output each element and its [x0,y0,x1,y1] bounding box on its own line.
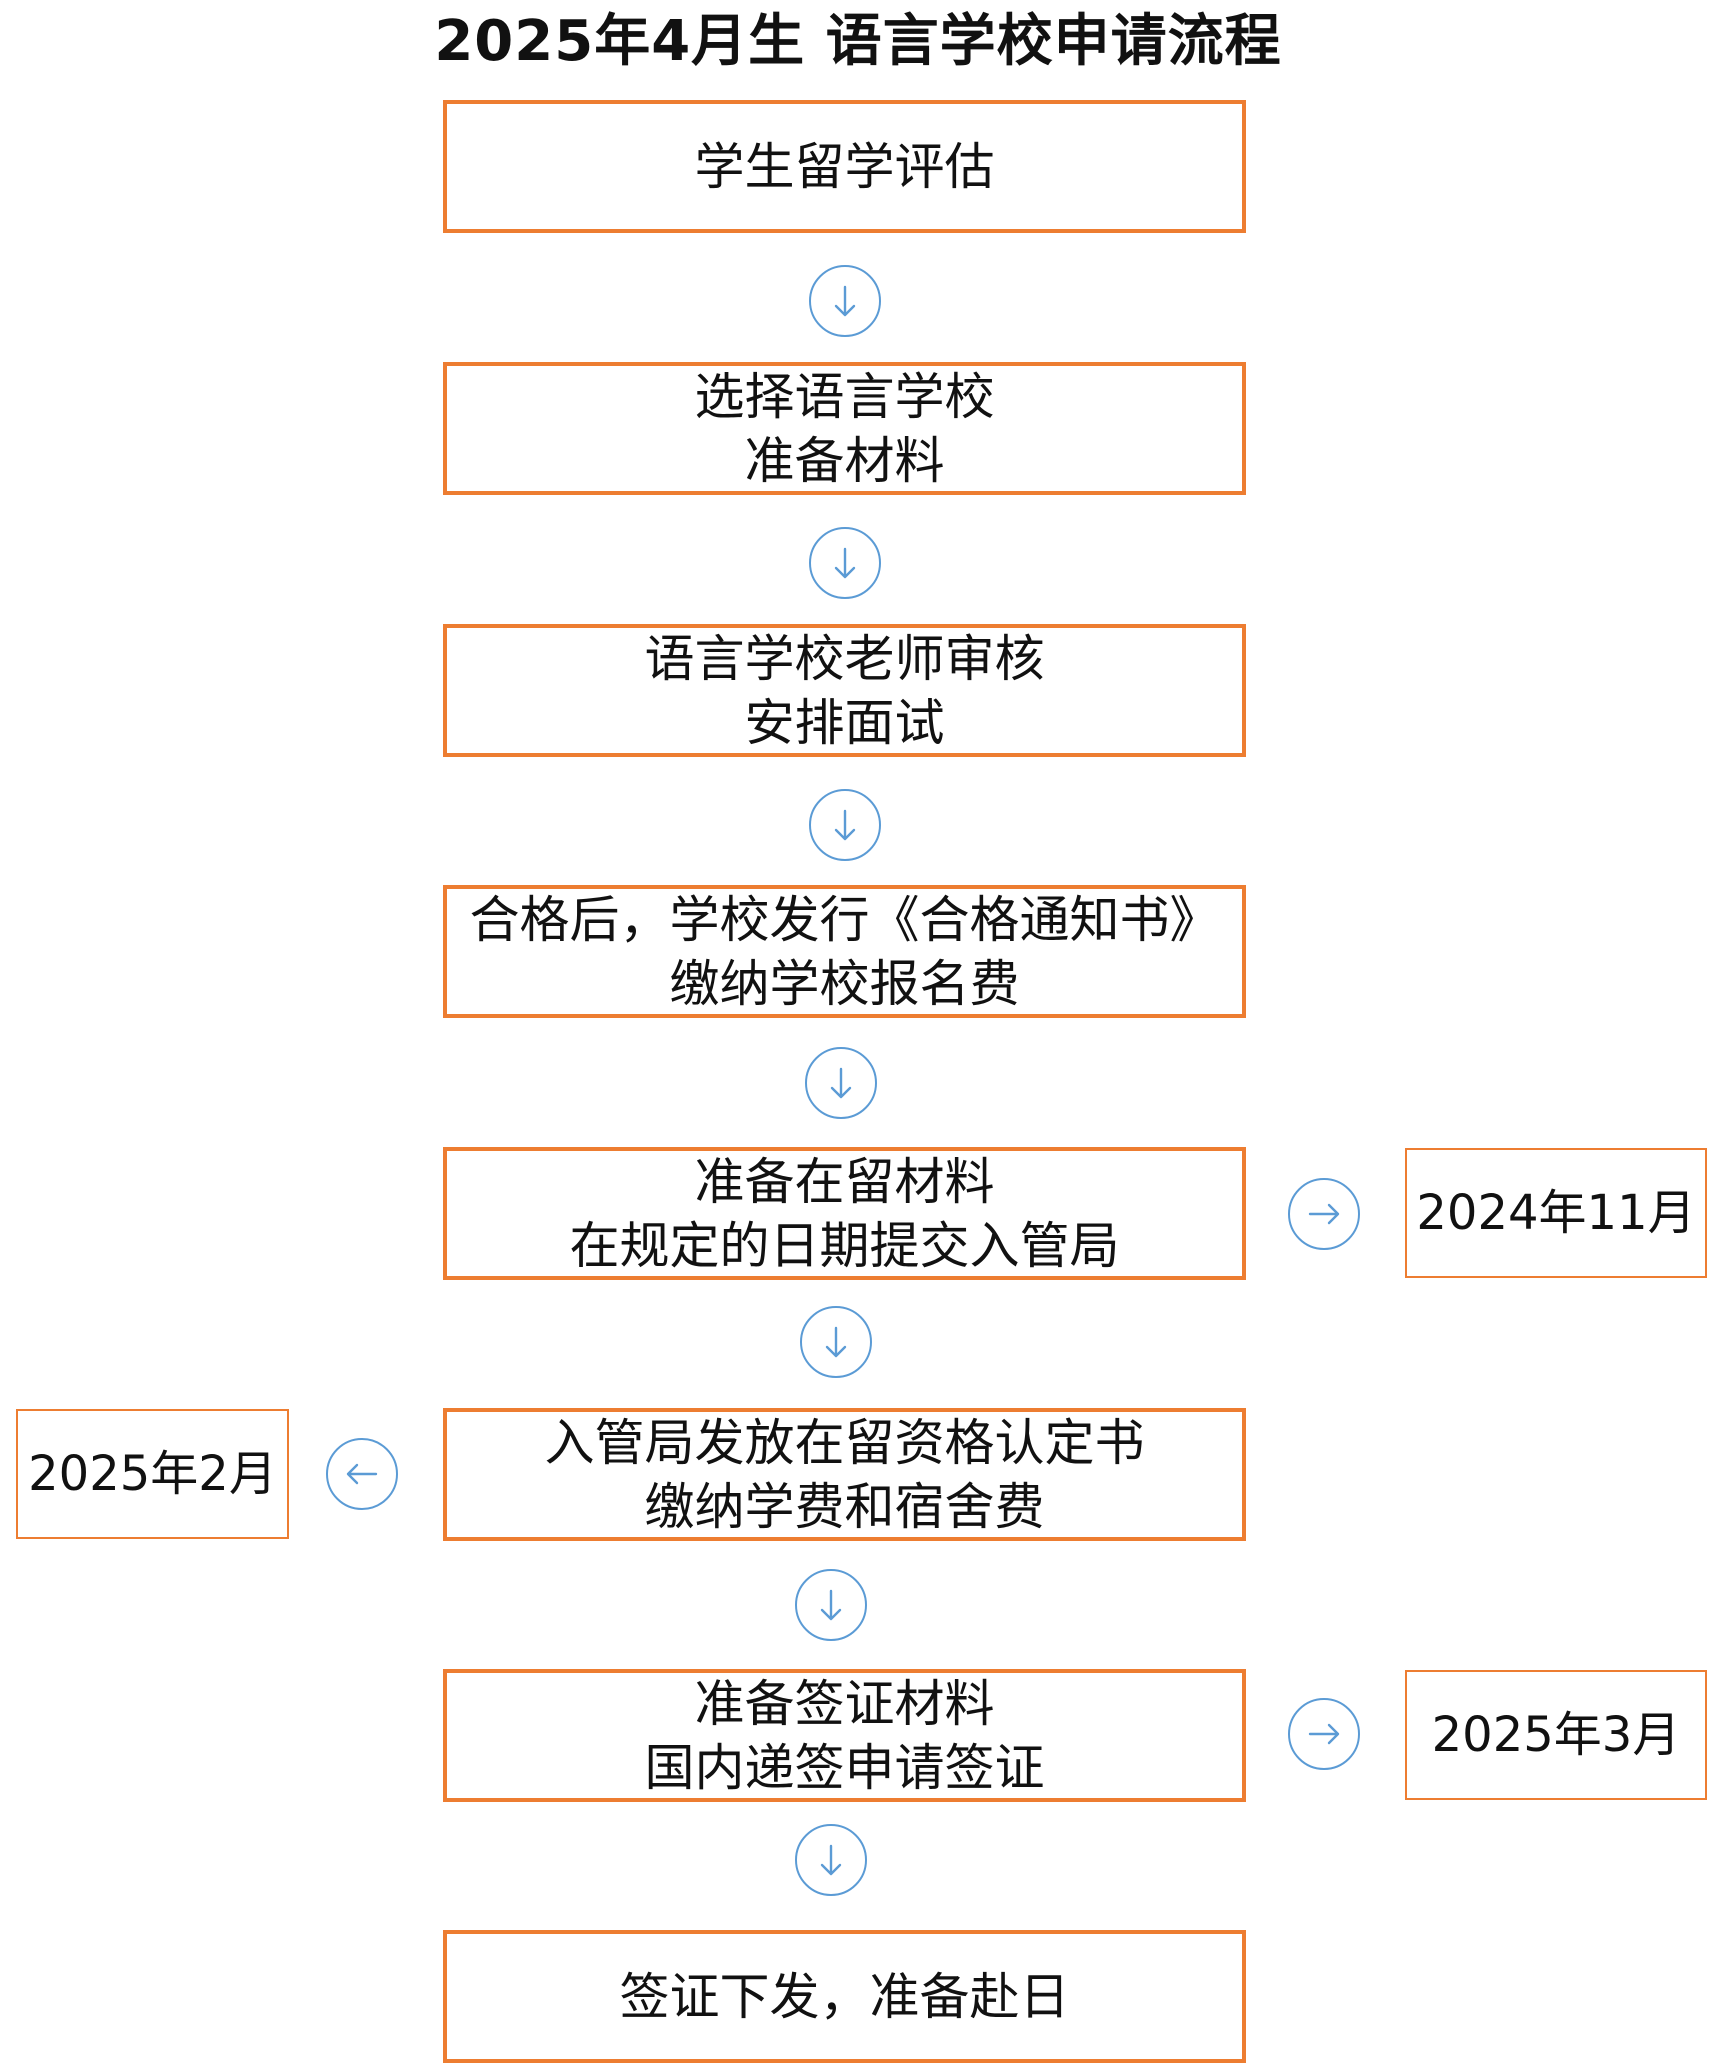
step-7-line-2: 国内递签申请签证 [644,1738,1045,1797]
arrow-down-circle-icon [808,526,882,600]
step-5-box: 准备在留材料 在规定的日期提交入管局 [443,1147,1246,1280]
arrow-down-circle-icon [804,1046,878,1120]
arrow-down-circle-icon [808,264,882,338]
step-7-box: 准备签证材料 国内递签申请签证 [443,1669,1246,1802]
date-label: 2025年3月 [1431,1707,1681,1763]
step-6-line-2: 缴纳学费和宿舍费 [644,1477,1045,1536]
date-box-2025-03: 2025年3月 [1405,1670,1707,1800]
step-4-line-1: 合格后，学校发行《合格通知书》 [469,890,1220,949]
step-4-line-2: 缴纳学校报名费 [669,954,1020,1013]
step-1-box: 学生留学评估 [443,100,1246,233]
step-2-box: 选择语言学校 准备材料 [443,362,1246,495]
arrow-down-circle-icon [794,1568,868,1642]
arrow-right-circle-icon [1287,1177,1361,1251]
arrow-down-circle-icon [808,788,882,862]
step-3-box: 语言学校老师审核 安排面试 [443,624,1246,757]
step-2-line-2: 准备材料 [744,431,945,490]
date-box-2025-02: 2025年2月 [16,1409,289,1539]
step-2-line-1: 选择语言学校 [694,367,995,426]
step-4-box: 合格后，学校发行《合格通知书》 缴纳学校报名费 [443,885,1246,1018]
step-1-line-1: 学生留学评估 [694,137,995,196]
step-3-line-2: 安排面试 [744,693,945,752]
date-label: 2025年2月 [28,1446,277,1502]
date-box-2024-11: 2024年11月 [1405,1148,1707,1278]
step-8-line-1: 签证下发，准备赴日 [619,1967,1070,2026]
step-8-box: 签证下发，准备赴日 [443,1930,1246,2063]
arrow-down-circle-icon [799,1305,873,1379]
date-label: 2024年11月 [1416,1185,1696,1241]
arrow-down-circle-icon [794,1823,868,1897]
arrow-right-circle-icon [1287,1697,1361,1771]
step-3-line-1: 语言学校老师审核 [644,629,1045,688]
step-6-box: 入管局发放在留资格认定书 缴纳学费和宿舍费 [443,1408,1246,1541]
step-7-line-1: 准备签证材料 [694,1674,995,1733]
step-5-line-2: 在规定的日期提交入管局 [569,1216,1120,1275]
step-6-line-1: 入管局发放在留资格认定书 [544,1413,1145,1472]
step-5-line-1: 准备在留材料 [694,1152,995,1211]
arrow-left-circle-icon [325,1437,399,1511]
page-title: 2025年4月生 语言学校申请流程 [434,9,1282,74]
